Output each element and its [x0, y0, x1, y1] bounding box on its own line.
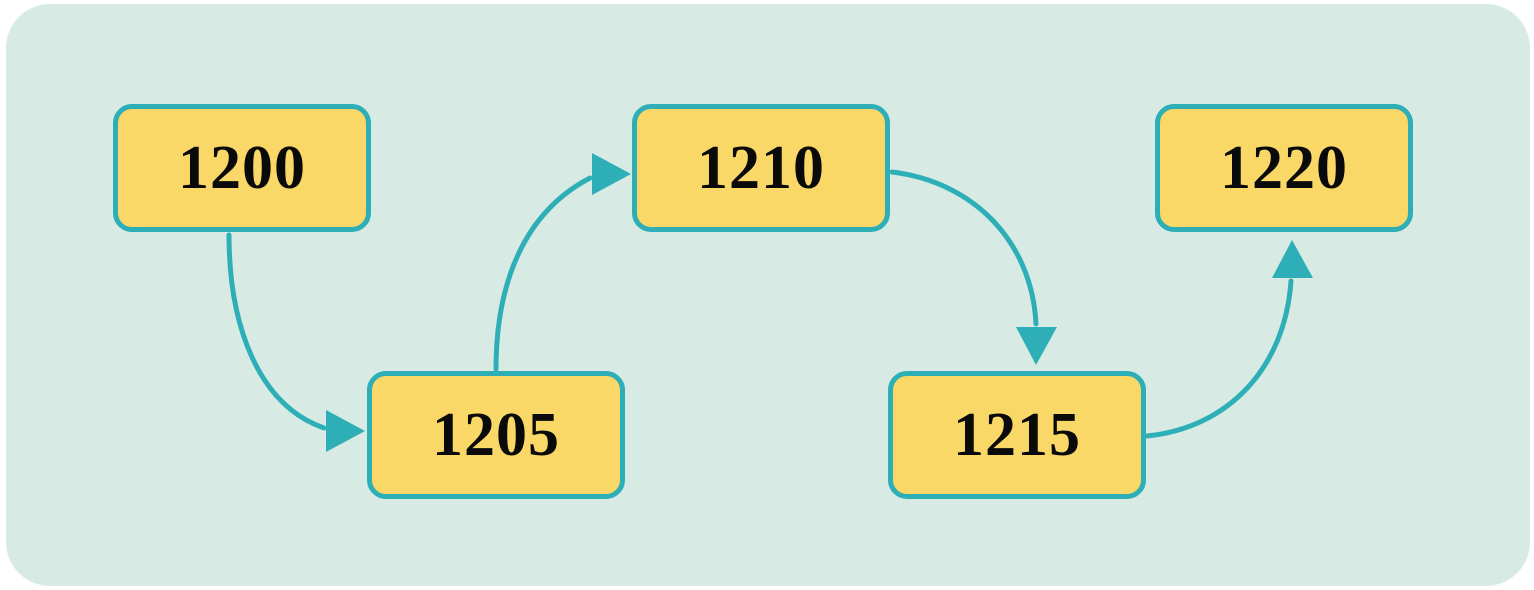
flow-node-1205: 1205	[367, 371, 625, 499]
node-label: 1205	[432, 401, 560, 469]
flow-node-1215: 1215	[888, 371, 1146, 499]
flow-node-1200: 1200	[113, 104, 371, 232]
node-label: 1210	[697, 134, 825, 202]
node-label: 1200	[178, 134, 306, 202]
diagram-panel	[6, 4, 1530, 586]
node-label: 1220	[1220, 134, 1348, 202]
node-label: 1215	[953, 401, 1081, 469]
flow-node-1220: 1220	[1155, 104, 1413, 232]
flow-node-1210: 1210	[632, 104, 890, 232]
